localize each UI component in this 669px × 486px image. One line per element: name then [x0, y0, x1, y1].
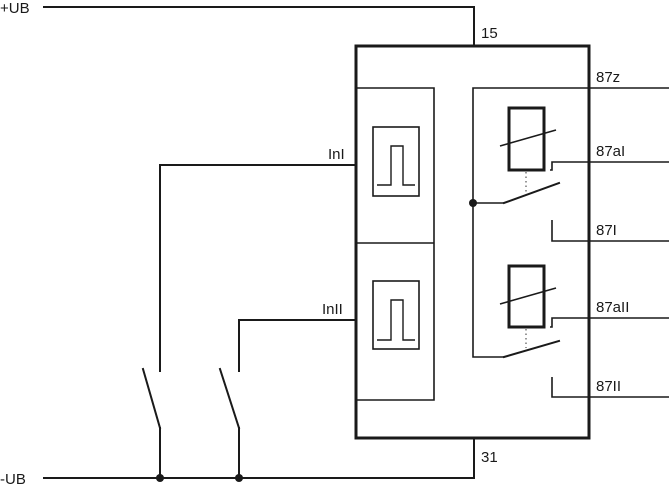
pulse-symbol-channel-2: [372, 280, 420, 350]
input-2-wire: [218, 319, 357, 482]
terminal-87aI-label: 87aI: [596, 143, 625, 160]
terminal-87aII-label: 87aII: [596, 299, 629, 316]
terminal-87II-label: 87II: [596, 378, 621, 395]
input-1-switch: [141, 367, 162, 430]
relay-2-coil: [499, 264, 557, 348]
minus-supply-label: -UB: [0, 471, 26, 486]
minus-supply-rail: [43, 437, 475, 479]
terminal-15-label: 15: [481, 25, 498, 42]
pulse-symbol-channel-1: [372, 126, 420, 197]
plus-supply-label: +UB: [0, 0, 30, 17]
input-2-junction-dot: [235, 474, 243, 482]
input-2-switch: [218, 367, 241, 430]
input-2-label: InII: [322, 301, 343, 318]
terminal-87z-label: 87z: [596, 69, 620, 86]
input-1-label: InI: [328, 146, 345, 163]
terminal-31-label: 31: [481, 449, 498, 466]
plus-supply-rail: [43, 6, 475, 47]
input-channel-frame: [356, 87, 435, 401]
terminal-87I-label: 87I: [596, 222, 617, 239]
input-1-wire: [141, 164, 357, 482]
input-1-junction-dot: [156, 474, 164, 482]
relay-2-contact: [502, 317, 669, 398]
module-housing: [354, 44, 591, 440]
relay-common-bus: [469, 87, 589, 358]
relay-1-coil: [499, 106, 557, 192]
relay-1-contact: [502, 161, 669, 242]
